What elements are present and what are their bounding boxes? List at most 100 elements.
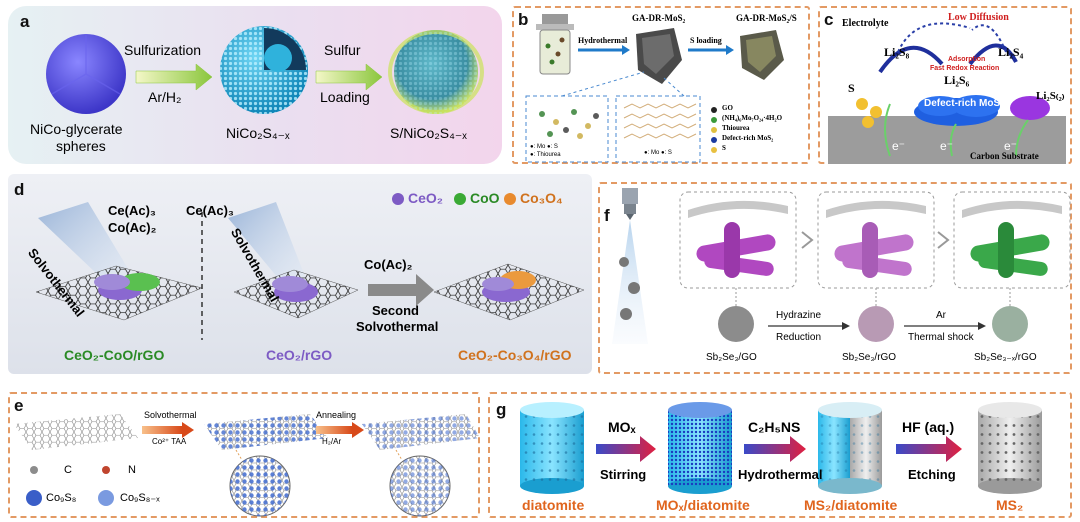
sulfur-particle: [856, 98, 868, 110]
legend-n-label: N: [128, 464, 136, 476]
inset-precursor: [525, 95, 609, 163]
panel-f: f: [598, 182, 1072, 374]
graphene-sheet-plain: [14, 414, 138, 450]
legend-swatches: [392, 193, 516, 205]
panel-f-label: f: [604, 206, 610, 225]
cylinder-diatomite: [520, 402, 584, 494]
panel-c-label: c: [824, 10, 834, 29]
stage-spheres: spheres: [56, 138, 106, 154]
defect-rich-label: Defect-rich MoS₂: [924, 98, 1005, 109]
panel-a-label: a: [20, 12, 30, 31]
electron-2: e⁻: [940, 139, 954, 153]
legend-co9s8-x-swatch: [98, 490, 114, 506]
arrow-solvothermal-e: [142, 426, 182, 434]
stage-nico-glycerate: NiCo-glycerate: [30, 121, 123, 137]
beam-solvothermal-2: [228, 202, 308, 290]
product-sb2se3-x-rgo: Sb₂Se₃₋ₓ/rGO: [974, 352, 1037, 363]
panel-c-graphics: [828, 22, 1066, 164]
step-loading: Loading: [320, 89, 370, 105]
arrow-co-taa-label: Co²⁺ TAA: [152, 437, 187, 446]
arrow-top-co-ac: Co(Ac)₂: [364, 257, 413, 272]
legend-co9s8-label: Co₉S₈: [46, 492, 77, 504]
step-reduction: Reduction: [776, 332, 822, 343]
title-ga-dr-mos2: GA-DR-MoS₂: [632, 13, 686, 23]
product-ceo2-co3o4-rgo: CeO₂-Co₃O₄/rGO: [458, 347, 572, 363]
panel-g: g: [488, 392, 1072, 518]
legend-co9s8-swatch: [26, 490, 42, 506]
step-thermal-shock: Thermal shock: [908, 332, 974, 343]
cylinder-mox-diatomite: [668, 402, 732, 494]
arrow-second: Second: [372, 303, 419, 318]
legend-n-swatch: [102, 466, 110, 474]
arrow-hydrothermal-g: [744, 436, 806, 462]
cylinder-ms2: [978, 402, 1042, 494]
legend-co9s8-x-label: Co₉S₈₋ₓ: [120, 492, 160, 504]
panel-d-graphics: [35, 193, 585, 340]
particle-sb2se3-go: [718, 306, 754, 342]
inset1-legend-line1: ●: Mo ●: S: [530, 144, 558, 150]
stage-mox-diatomite: MOₓ/diatomite: [656, 497, 750, 513]
inset-mos2-lattice: [615, 95, 701, 163]
sphere-nico-glycerate: [46, 34, 126, 114]
legend-thiourea: Thiourea: [722, 124, 750, 132]
electron-1: e⁻: [892, 139, 906, 153]
arrow-sulfurization: [135, 63, 213, 91]
panel-g-label: g: [496, 400, 507, 419]
step-sulfurization: Sulfurization: [124, 42, 202, 58]
legend-c-swatch: [30, 466, 38, 474]
reagent-ce-ac: Ce(Ac)₃: [108, 203, 156, 218]
particles-ceo2-coo: [94, 273, 160, 300]
panel-f-graphics: [612, 188, 1071, 344]
panel-b: b: [512, 6, 810, 164]
panel-e-graphics: [14, 414, 480, 517]
arrow-solvothermal: Solvothermal: [356, 319, 439, 334]
panel-a: a Sulfurization Ar/H₂ Sulfur Loading: [8, 6, 502, 164]
title-ga-dr-mos2-s: GA-DR-MoS₂/S: [736, 13, 797, 23]
step-hydrazine: Hydrazine: [776, 310, 822, 321]
rods-purple-1: [696, 222, 776, 278]
li2s2-label: Li₂S₍₂₎: [1036, 90, 1065, 102]
step-sulfurization-gas: Ar/H₂: [148, 89, 182, 105]
label-hydrothermal: Hydrothermal: [578, 36, 628, 45]
particle-sb2se3-x-rgo: [992, 306, 1028, 342]
arrow-annealing-e: [316, 426, 352, 434]
label-s-loading: S loading: [690, 36, 722, 45]
legend-ceo2: CeO₂: [408, 190, 444, 206]
inset1-legend-line2: ●: Thiourea: [530, 152, 561, 158]
panel-a-graphics: [46, 26, 484, 114]
arrow-hf-label: HF (aq.): [902, 419, 955, 435]
li2s2-deposit: [1010, 96, 1050, 120]
stage-nico2s4: NiCo₂S₄₋ₓ: [226, 125, 290, 141]
arrow-sulfur-loading: [315, 63, 383, 91]
reagent-ce-ac-2: Ce(Ac)₃: [186, 203, 234, 218]
li2s6-label: Li₂S₆: [944, 73, 970, 87]
arrow-h2ar-label: H₂/Ar: [322, 437, 342, 446]
particle-sb2se3-rgo: [858, 306, 894, 342]
arrow-stirring: [596, 436, 656, 462]
arrow-stirring-label: Stirring: [600, 467, 647, 482]
legend-co3o4: Co₃O₄: [520, 190, 563, 206]
cylinder-ms2-diatomite: [818, 402, 882, 494]
panel-e: e Solvothermal Co²⁺ TAA Anneal: [8, 392, 480, 518]
arrow-mox-label: MOₓ: [608, 419, 636, 435]
inset2-legend: ●: Mo ●: S: [644, 150, 672, 156]
product-ceo2-coo-rgo: CeO₂-CoO/rGO: [64, 347, 165, 363]
low-diffusion-label: Low Diffusion: [948, 12, 1009, 23]
stage-diatomite: diatomite: [522, 497, 585, 513]
stage-ms2-diatomite: MS₂/diatomite: [804, 497, 898, 513]
panel-b-graphics: [525, 14, 784, 163]
panel-d: d: [8, 174, 592, 374]
spray-nozzle: [612, 188, 648, 344]
particles-ceo2: [272, 276, 318, 302]
arrow-hydrothermal-label: Hydrothermal: [738, 467, 823, 482]
step-sulfur: Sulfur: [324, 42, 361, 58]
reaction-jar: [536, 14, 574, 75]
sphere-nico2s4: [220, 26, 308, 114]
rods-purple-2: [834, 222, 914, 278]
legend-s: S: [722, 144, 726, 152]
electrolyte-label: Electrolyte: [842, 18, 889, 29]
panel-d-label: d: [14, 180, 25, 199]
reagent-co-ac: Co(Ac)₂: [108, 220, 157, 235]
particles-ceo2-co3o4: [482, 271, 536, 302]
adsorption-label: Adsorption: [948, 56, 986, 63]
